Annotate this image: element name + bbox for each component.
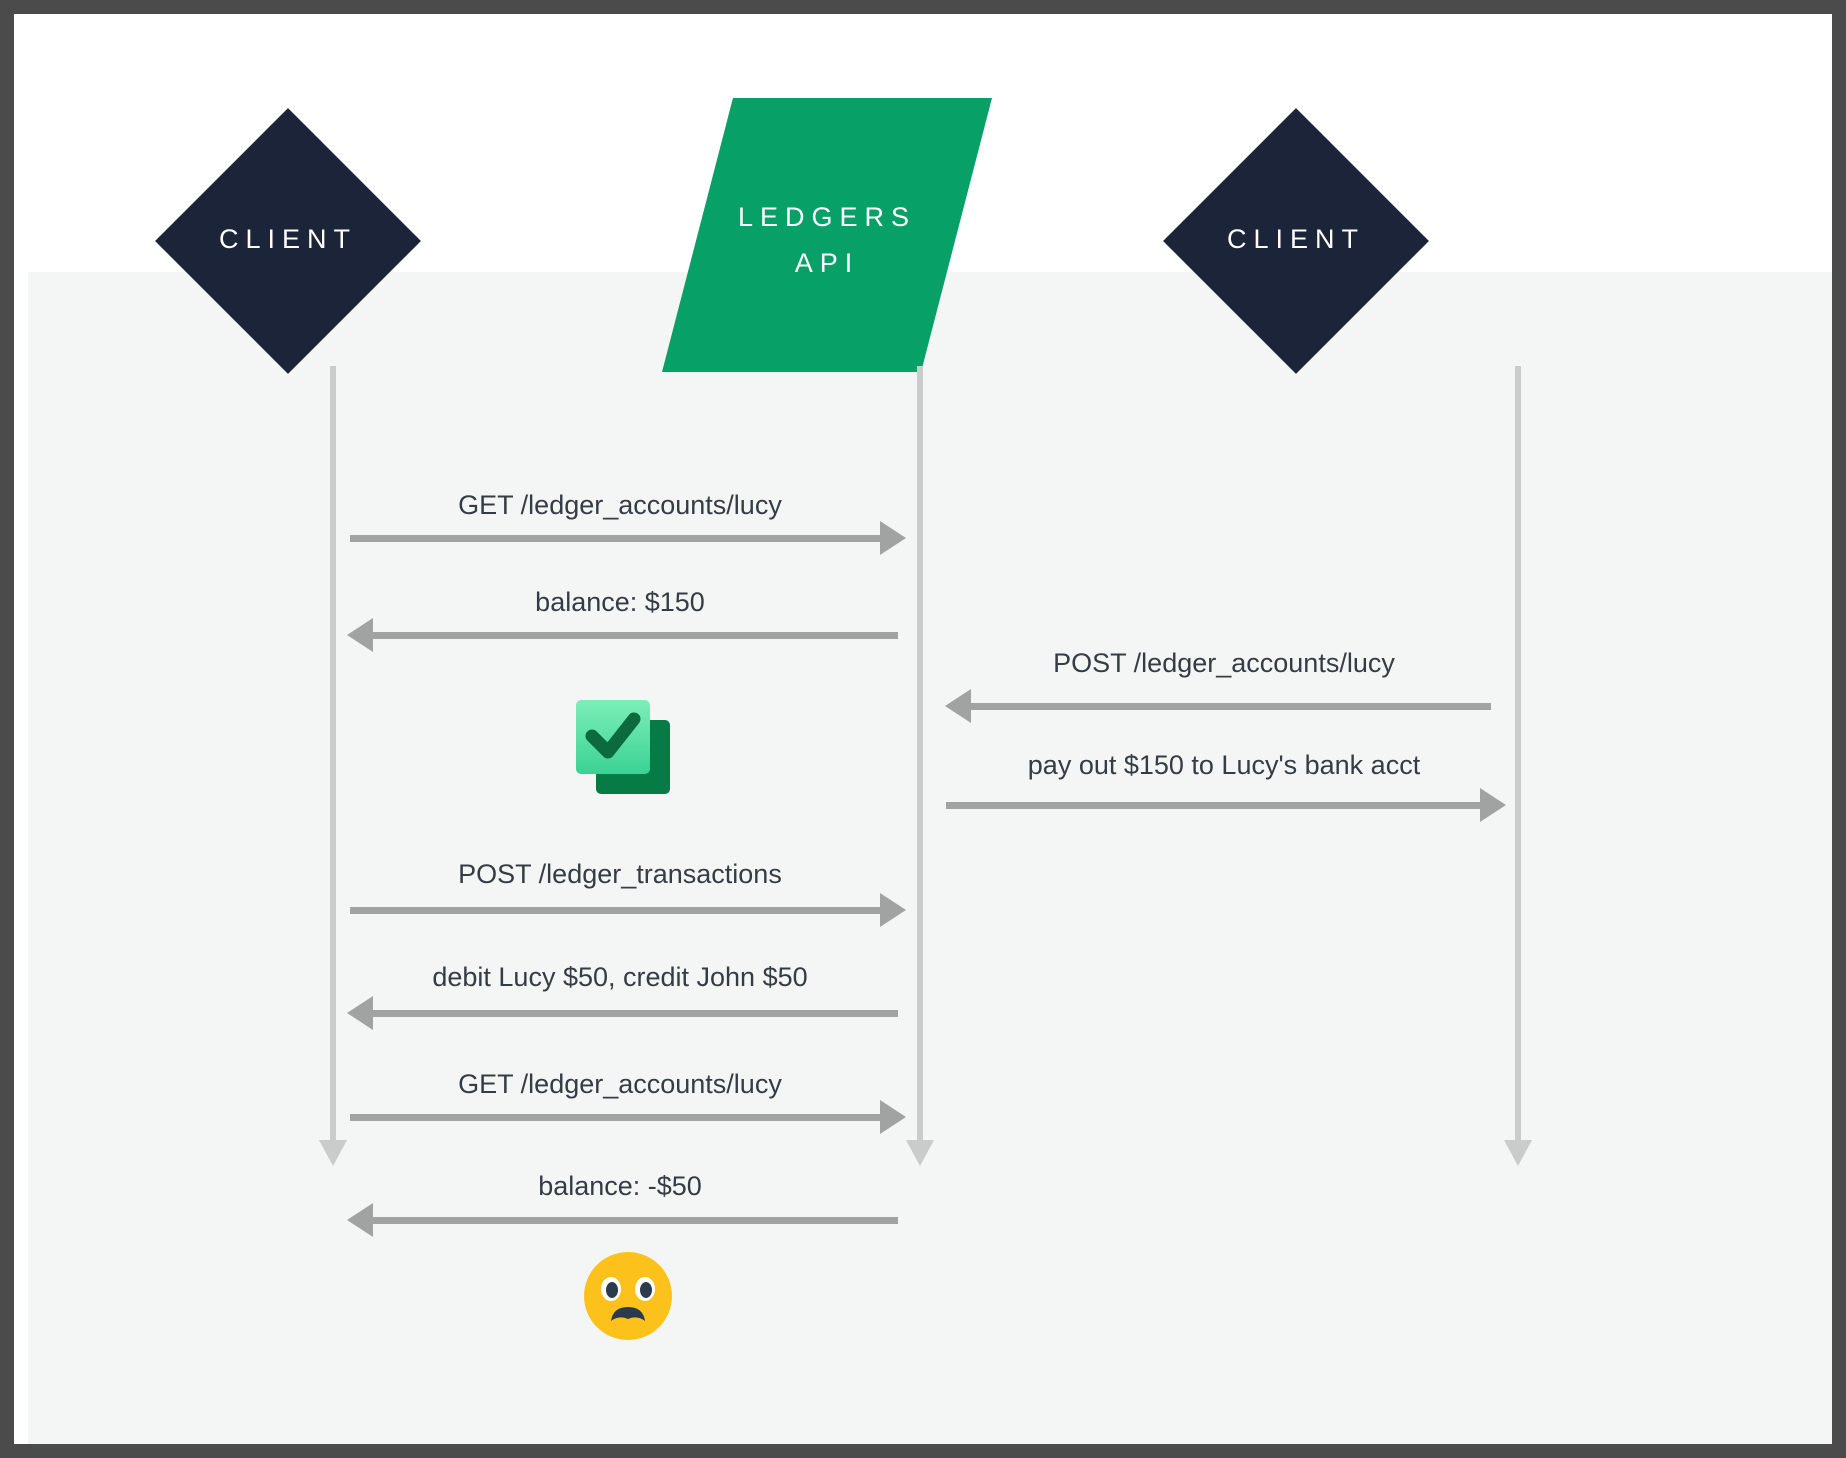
message-arrowhead-3 [945,689,971,723]
actor-ledgers-api-label: LEDGERS API [662,194,992,286]
lifeline-ledgers-api [917,366,923,1146]
message-arrowhead-8 [347,1203,373,1237]
lifeline-ledgers-api-arrow [906,1140,934,1166]
actor-client-right-label: CLIENT [1226,224,1366,254]
message-arrowhead-2 [347,618,373,652]
message-label-6: debit Lucy $50, credit John $50 [432,962,808,992]
message-line-8 [373,1217,898,1224]
diagram-background-band [28,272,1832,1444]
lifeline-client-left-arrow [319,1140,347,1166]
message-label-1: GET /ledger_accounts/lucy [458,490,782,520]
message-label-4: pay out $150 to Lucy's bank acct [1027,750,1421,780]
message-label-3: POST /ledger_accounts/lucy [1053,648,1395,678]
actor-ledgers-api-label-line2: API [794,248,860,278]
lifeline-client-right-arrow [1504,1140,1532,1166]
message-arrowhead-1 [880,521,906,555]
message-label-5: POST /ledger_transactions [458,859,782,889]
message-line-6 [373,1010,898,1017]
message-line-1 [350,535,880,542]
message-line-5 [350,907,880,914]
message-line-4 [946,802,1480,809]
message-line-3 [971,703,1491,710]
lifeline-client-right [1515,366,1521,1146]
message-arrowhead-7 [880,1100,906,1134]
anguished-face-icon [581,1249,675,1343]
message-line-7 [350,1114,880,1121]
message-label-7: GET /ledger_accounts/lucy [458,1069,782,1099]
message-arrowhead-6 [347,996,373,1030]
actor-client-left-label: CLIENT [218,224,358,254]
message-arrowhead-4 [1480,788,1506,822]
check-mark-icon [570,694,676,800]
lifeline-client-left [330,366,336,1146]
message-label-8: balance: -$50 [538,1171,702,1201]
actor-ledgers-api-label-line1: LEDGERS [737,202,917,232]
message-line-2 [373,632,898,639]
message-arrowhead-5 [880,893,906,927]
message-label-2: balance: $150 [535,587,705,617]
